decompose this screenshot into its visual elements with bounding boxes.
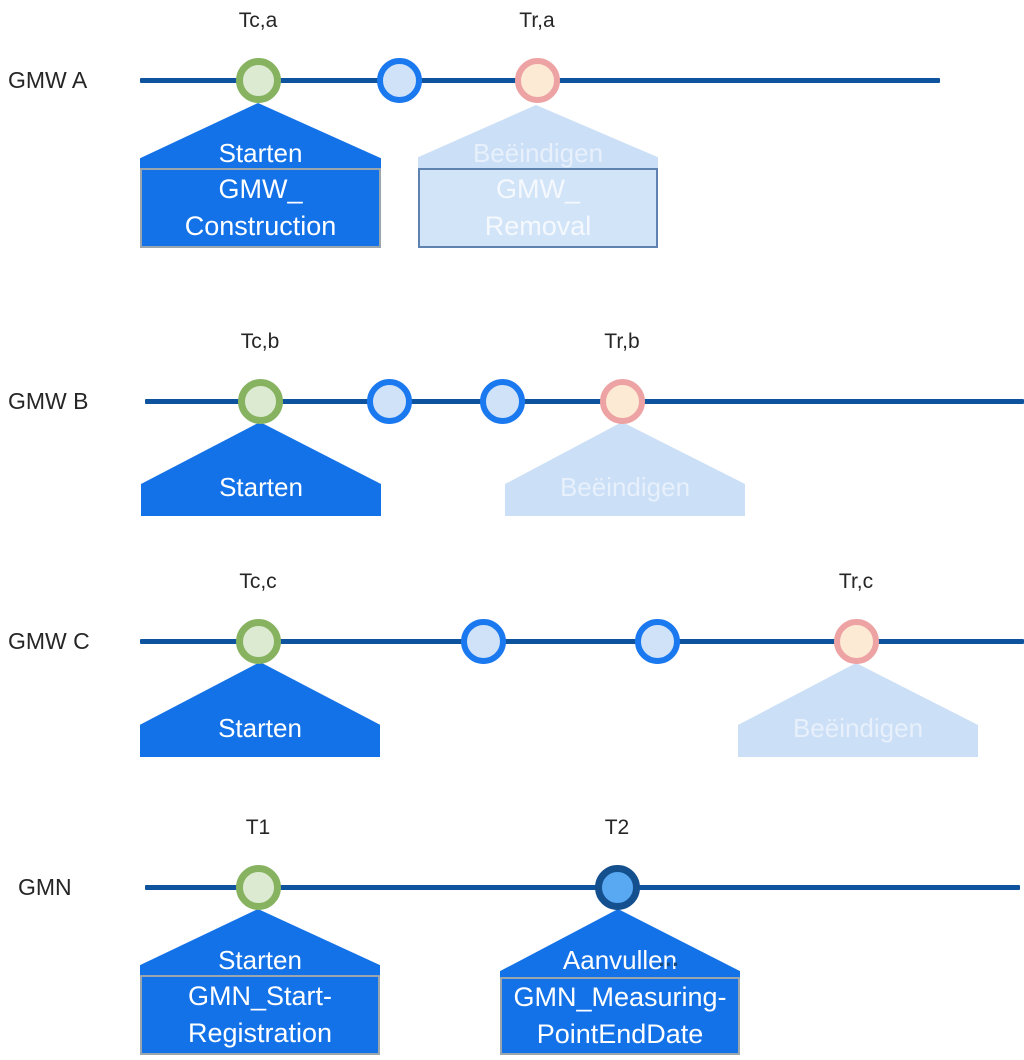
box-line: GMN_Measuring- <box>513 982 727 1012</box>
time-label: Tr,a <box>519 9 555 32</box>
event-marker-orange <box>599 378 645 424</box>
callout-box: GMW_ Construction <box>140 168 381 248</box>
event-marker-green <box>235 57 281 103</box>
callout-label: Beëindigen <box>472 138 604 168</box>
time-label: Tc,c <box>239 570 277 593</box>
event-marker-green <box>237 378 283 424</box>
row-label-gmw-a: GMW A <box>8 67 88 93</box>
callout-label: Starten <box>218 713 302 743</box>
callout-label: Aanvullen <box>562 945 678 975</box>
callout-label: Starten <box>218 138 303 168</box>
event-marker-blue <box>460 618 506 664</box>
callout-box: GMN_Measuring- PointEndDate <box>500 977 740 1055</box>
box-line: Registration <box>187 1018 333 1048</box>
event-marker-green <box>235 618 281 664</box>
event-marker-blue <box>634 618 680 664</box>
row-label-gmw-b: GMW B <box>8 388 89 414</box>
event-marker-navy <box>594 864 640 910</box>
callout-label: Beëindigen <box>559 472 691 502</box>
continuation-ellipsis: … <box>657 946 683 971</box>
box-line: Construction <box>184 211 337 241</box>
callout-label: Starten <box>219 472 303 502</box>
box-line: PointEndDate <box>536 1019 704 1049</box>
event-marker-blue <box>376 57 422 103</box>
callout-box: GMW_ Removal <box>418 168 658 248</box>
callout-pentagon: Starten <box>140 662 380 757</box>
time-label: Tr,b <box>604 330 640 353</box>
box-line: GMW_ <box>496 174 580 204</box>
callout-pentagon: Beëindigen <box>738 663 978 757</box>
event-marker-orange <box>833 618 879 664</box>
callout-pentagon: Beëindigen <box>505 422 745 516</box>
callout-box: GMN_Start- Registration <box>140 975 380 1055</box>
callout-pentagon: Starten <box>140 103 381 172</box>
time-label: Tc,a <box>238 9 278 32</box>
box-line: GMN_Start- <box>187 981 333 1011</box>
timeline-line <box>140 639 1024 644</box>
event-marker-blue <box>366 378 412 424</box>
event-marker-green <box>235 864 281 910</box>
row-label-gmw-c: GMW C <box>8 628 90 654</box>
callout-pentagon: Beëindigen <box>418 105 658 172</box>
event-marker-orange <box>514 57 560 103</box>
callout-label: Starten <box>218 945 302 975</box>
event-marker-blue <box>479 378 525 424</box>
time-label: T1 <box>245 816 271 839</box>
timeline-line <box>145 399 1024 404</box>
time-label: T2 <box>604 816 630 839</box>
timeline-line <box>145 885 1020 890</box>
callout-label: Beëindigen <box>792 713 924 743</box>
box-line: Removal <box>484 211 592 241</box>
time-label: Tr,c <box>838 570 874 593</box>
row-label-gmn: GMN <box>18 874 72 900</box>
callout-pentagon: Starten <box>141 422 381 516</box>
box-line: GMW_ <box>218 174 303 204</box>
time-label: Tc,b <box>240 330 280 353</box>
callout-pentagon: Starten <box>140 909 380 981</box>
